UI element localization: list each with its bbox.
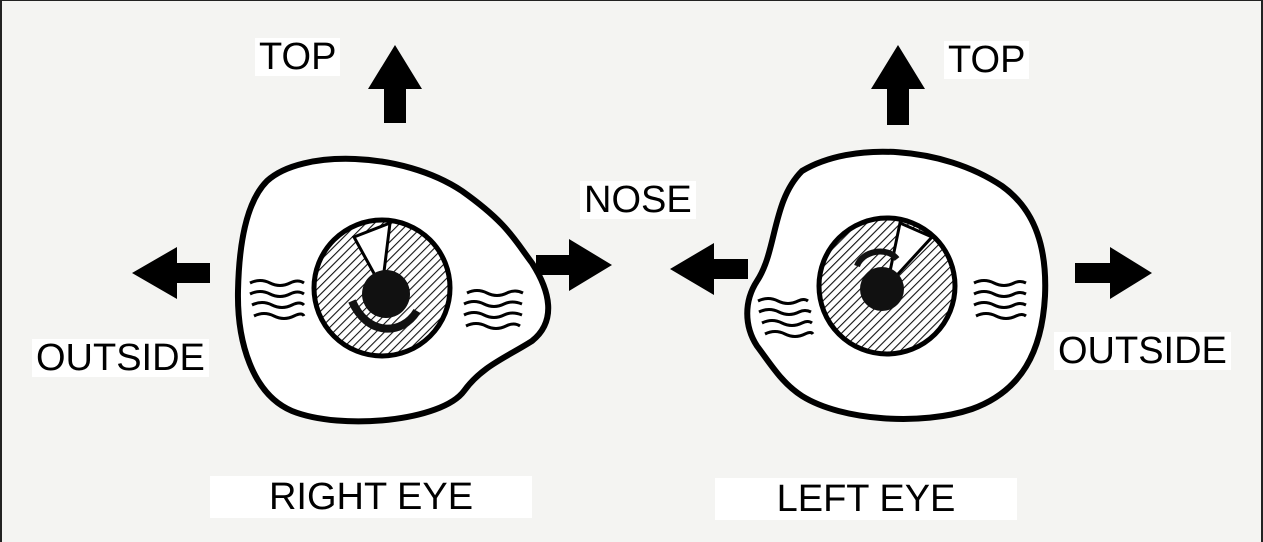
arrow-right-right-eye-nose [536,239,612,291]
nose-label: NOSE [580,181,696,219]
outside-label-left-eye: OUTSIDE [1054,332,1231,370]
caption-left-eye-text: LEFT EYE [777,478,956,521]
arrow-up-right-eye [368,45,422,123]
caption-right-eye-text: RIGHT EYE [269,476,473,519]
top-label-right-eye: TOP [255,38,340,76]
outside-label-right-eye: OUTSIDE [32,339,209,377]
left-eye-iris [819,218,955,354]
arrow-left-left-eye-nose [670,243,748,295]
caption-left-eye: LEFT EYE [715,478,1017,520]
arrow-left-right-eye-outside [132,247,210,299]
top-label-left-eye: TOP [944,41,1029,79]
caption-right-eye: RIGHT EYE [210,476,532,518]
right-eye-iris [314,220,450,356]
arrow-right-left-eye-outside [1075,247,1152,299]
arrow-up-left-eye [871,45,925,125]
